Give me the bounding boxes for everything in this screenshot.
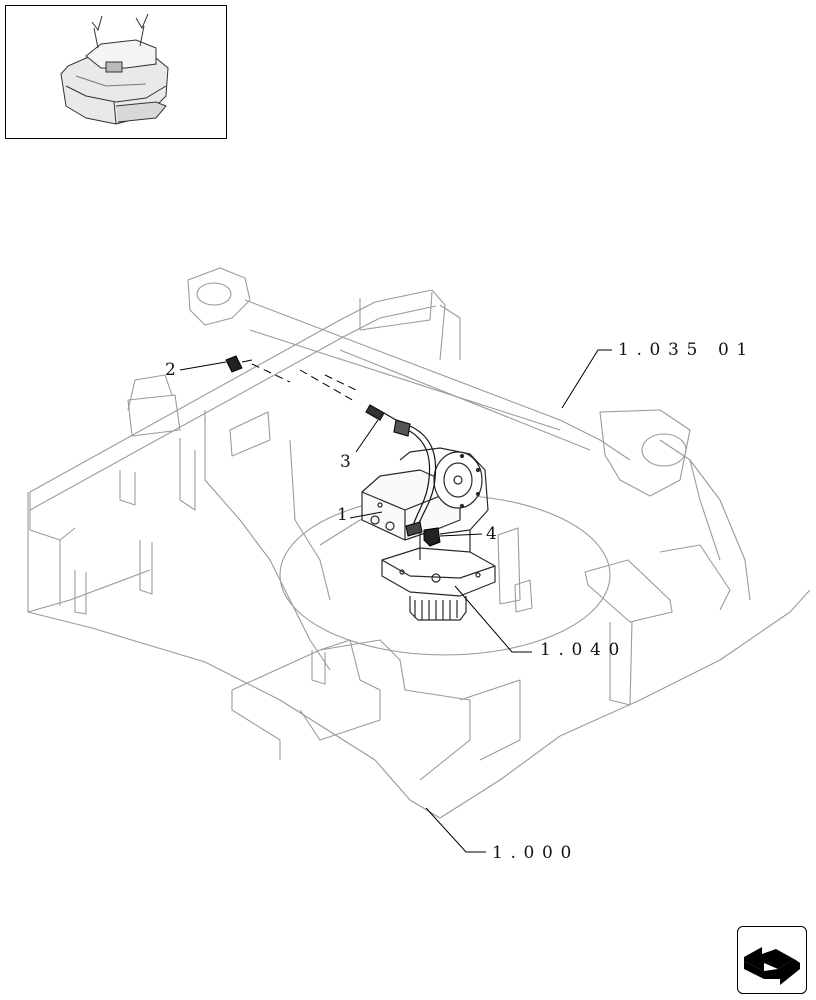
plug-fitting <box>225 355 253 373</box>
thumbnail-inset <box>5 5 227 139</box>
assembly-path <box>251 363 361 403</box>
ref-frame[interactable]: 1.000 <box>492 843 579 863</box>
ref-frame-arm[interactable]: 1.035 01 <box>618 340 755 360</box>
ref-motor[interactable]: 1.040 <box>540 640 627 660</box>
next-page-button[interactable] <box>737 926 807 994</box>
callout-item-2[interactable]: 2 <box>165 360 176 380</box>
callout-item-1[interactable]: 1 <box>337 505 348 525</box>
hydraulic-motor-assembly <box>361 447 496 621</box>
leader-lines <box>179 349 612 853</box>
machine-overview-icon <box>60 13 169 125</box>
hydraulic-pipe <box>365 404 437 535</box>
elbow-fitting <box>405 521 441 547</box>
callout-item-3[interactable]: 3 <box>340 452 351 472</box>
callout-item-4[interactable]: 4 <box>486 524 497 544</box>
next-page-arrow-icon <box>744 947 800 985</box>
